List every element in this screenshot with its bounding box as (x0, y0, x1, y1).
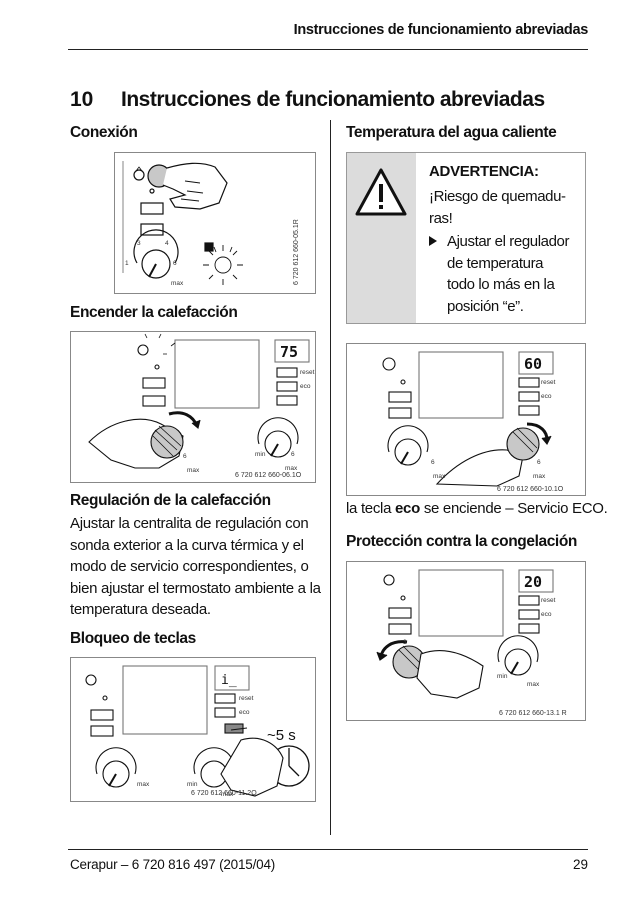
section-number: 10 (70, 88, 94, 111)
regulacion-body: Ajustar la centralita de regulación con … (70, 515, 321, 618)
figure-helada-ref: 6 720 612 660-13.1 R (499, 710, 567, 717)
warning-box: ADVERTENCIA: ¡Riesgo de quemadu- ras! Aj… (346, 152, 586, 324)
svg-text:eco: eco (541, 393, 552, 400)
svg-text:max: max (433, 473, 446, 480)
warning-triangle-icon (355, 168, 407, 216)
svg-text:eco: eco (541, 611, 552, 618)
bloqueo-heading: Bloqueo de teclas (70, 630, 196, 647)
figure-bloqueo-ref: 6 720 612 660-11.2O (191, 790, 257, 797)
svg-text:1: 1 (125, 260, 129, 267)
svg-text:max: max (221, 791, 234, 798)
eco-caption: la tecla eco se enciende – Servicio ECO. (346, 500, 608, 517)
svg-text:max: max (137, 781, 150, 788)
bloqueo-timer: ~5 s (267, 727, 296, 744)
figure-conexion-ref: 6 720 612 660-05.1R (293, 219, 300, 285)
svg-text:max: max (527, 681, 540, 688)
footer-doc-id: Cerapur – 6 720 816 497 (2015/04) (70, 857, 276, 872)
figure-helada: 20 reset eco 3 min max 6 720 612 660-13.… (346, 561, 586, 721)
svg-text:reset: reset (239, 695, 254, 702)
figure-conexion: 3 4 1 6 max 6 720 612 660-05.1R (114, 152, 316, 294)
svg-text:3: 3 (137, 240, 141, 247)
svg-text:min: min (255, 451, 266, 458)
figure-encender: 75 reset eco 6 max min 6 max 6 720 612 6… (70, 331, 316, 483)
footer-rule (68, 849, 588, 850)
svg-text:reset: reset (541, 379, 556, 386)
warning-title: ADVERTENCIA: (429, 163, 539, 180)
conexion-heading: Conexión (70, 124, 138, 141)
svg-text:reset: reset (300, 369, 315, 376)
svg-text:6: 6 (291, 451, 295, 458)
section-title: Instrucciones de funcionamiento abreviad… (121, 88, 545, 111)
svg-text:max: max (285, 465, 298, 472)
header-rule (68, 49, 588, 50)
svg-text:max: max (171, 280, 184, 287)
helada-heading: Protección contra la congelación (346, 533, 577, 550)
svg-text:reset: reset (541, 597, 556, 604)
encender-heading: Encender la calefacción (70, 304, 238, 321)
svg-text:6: 6 (431, 459, 435, 466)
svg-text:6: 6 (537, 459, 541, 466)
svg-text:3: 3 (403, 639, 407, 646)
svg-text:max: max (187, 467, 200, 474)
helada-display: 20 (524, 573, 542, 591)
svg-text:6: 6 (173, 260, 177, 267)
svg-text:eco: eco (239, 709, 250, 716)
svg-text:6: 6 (183, 453, 187, 460)
figure-agua-ref: 6 720 612 660-10.1O (497, 486, 564, 493)
running-header: Instrucciones de funcionamiento abreviad… (293, 22, 589, 38)
figure-encender-ref: 6 720 612 660-06.1O (235, 472, 302, 479)
svg-text:min: min (187, 781, 198, 788)
svg-text:i_: i_ (221, 673, 237, 688)
svg-text:max: max (533, 473, 546, 480)
agua-display: 60 (524, 355, 542, 373)
bullet-arrow-icon (429, 236, 437, 246)
encender-display: 75 (280, 343, 298, 361)
column-divider (330, 120, 331, 835)
page-number: 29 (572, 857, 588, 872)
svg-text:4: 4 (165, 240, 169, 247)
warning-text: ¡Riesgo de quemadu- ras! (429, 188, 566, 227)
figure-agua: 60 reset eco 6 max 6 max 6 720 612 660-1… (346, 343, 586, 496)
figure-bloqueo: i_ reset eco max min max ~5 s 6 720 612 … (70, 657, 316, 802)
svg-text:min: min (497, 673, 508, 680)
agua-heading: Temperatura del agua caliente (346, 124, 557, 141)
regulacion-heading: Regulación de la calefacción (70, 492, 271, 509)
svg-text:eco: eco (300, 383, 311, 390)
